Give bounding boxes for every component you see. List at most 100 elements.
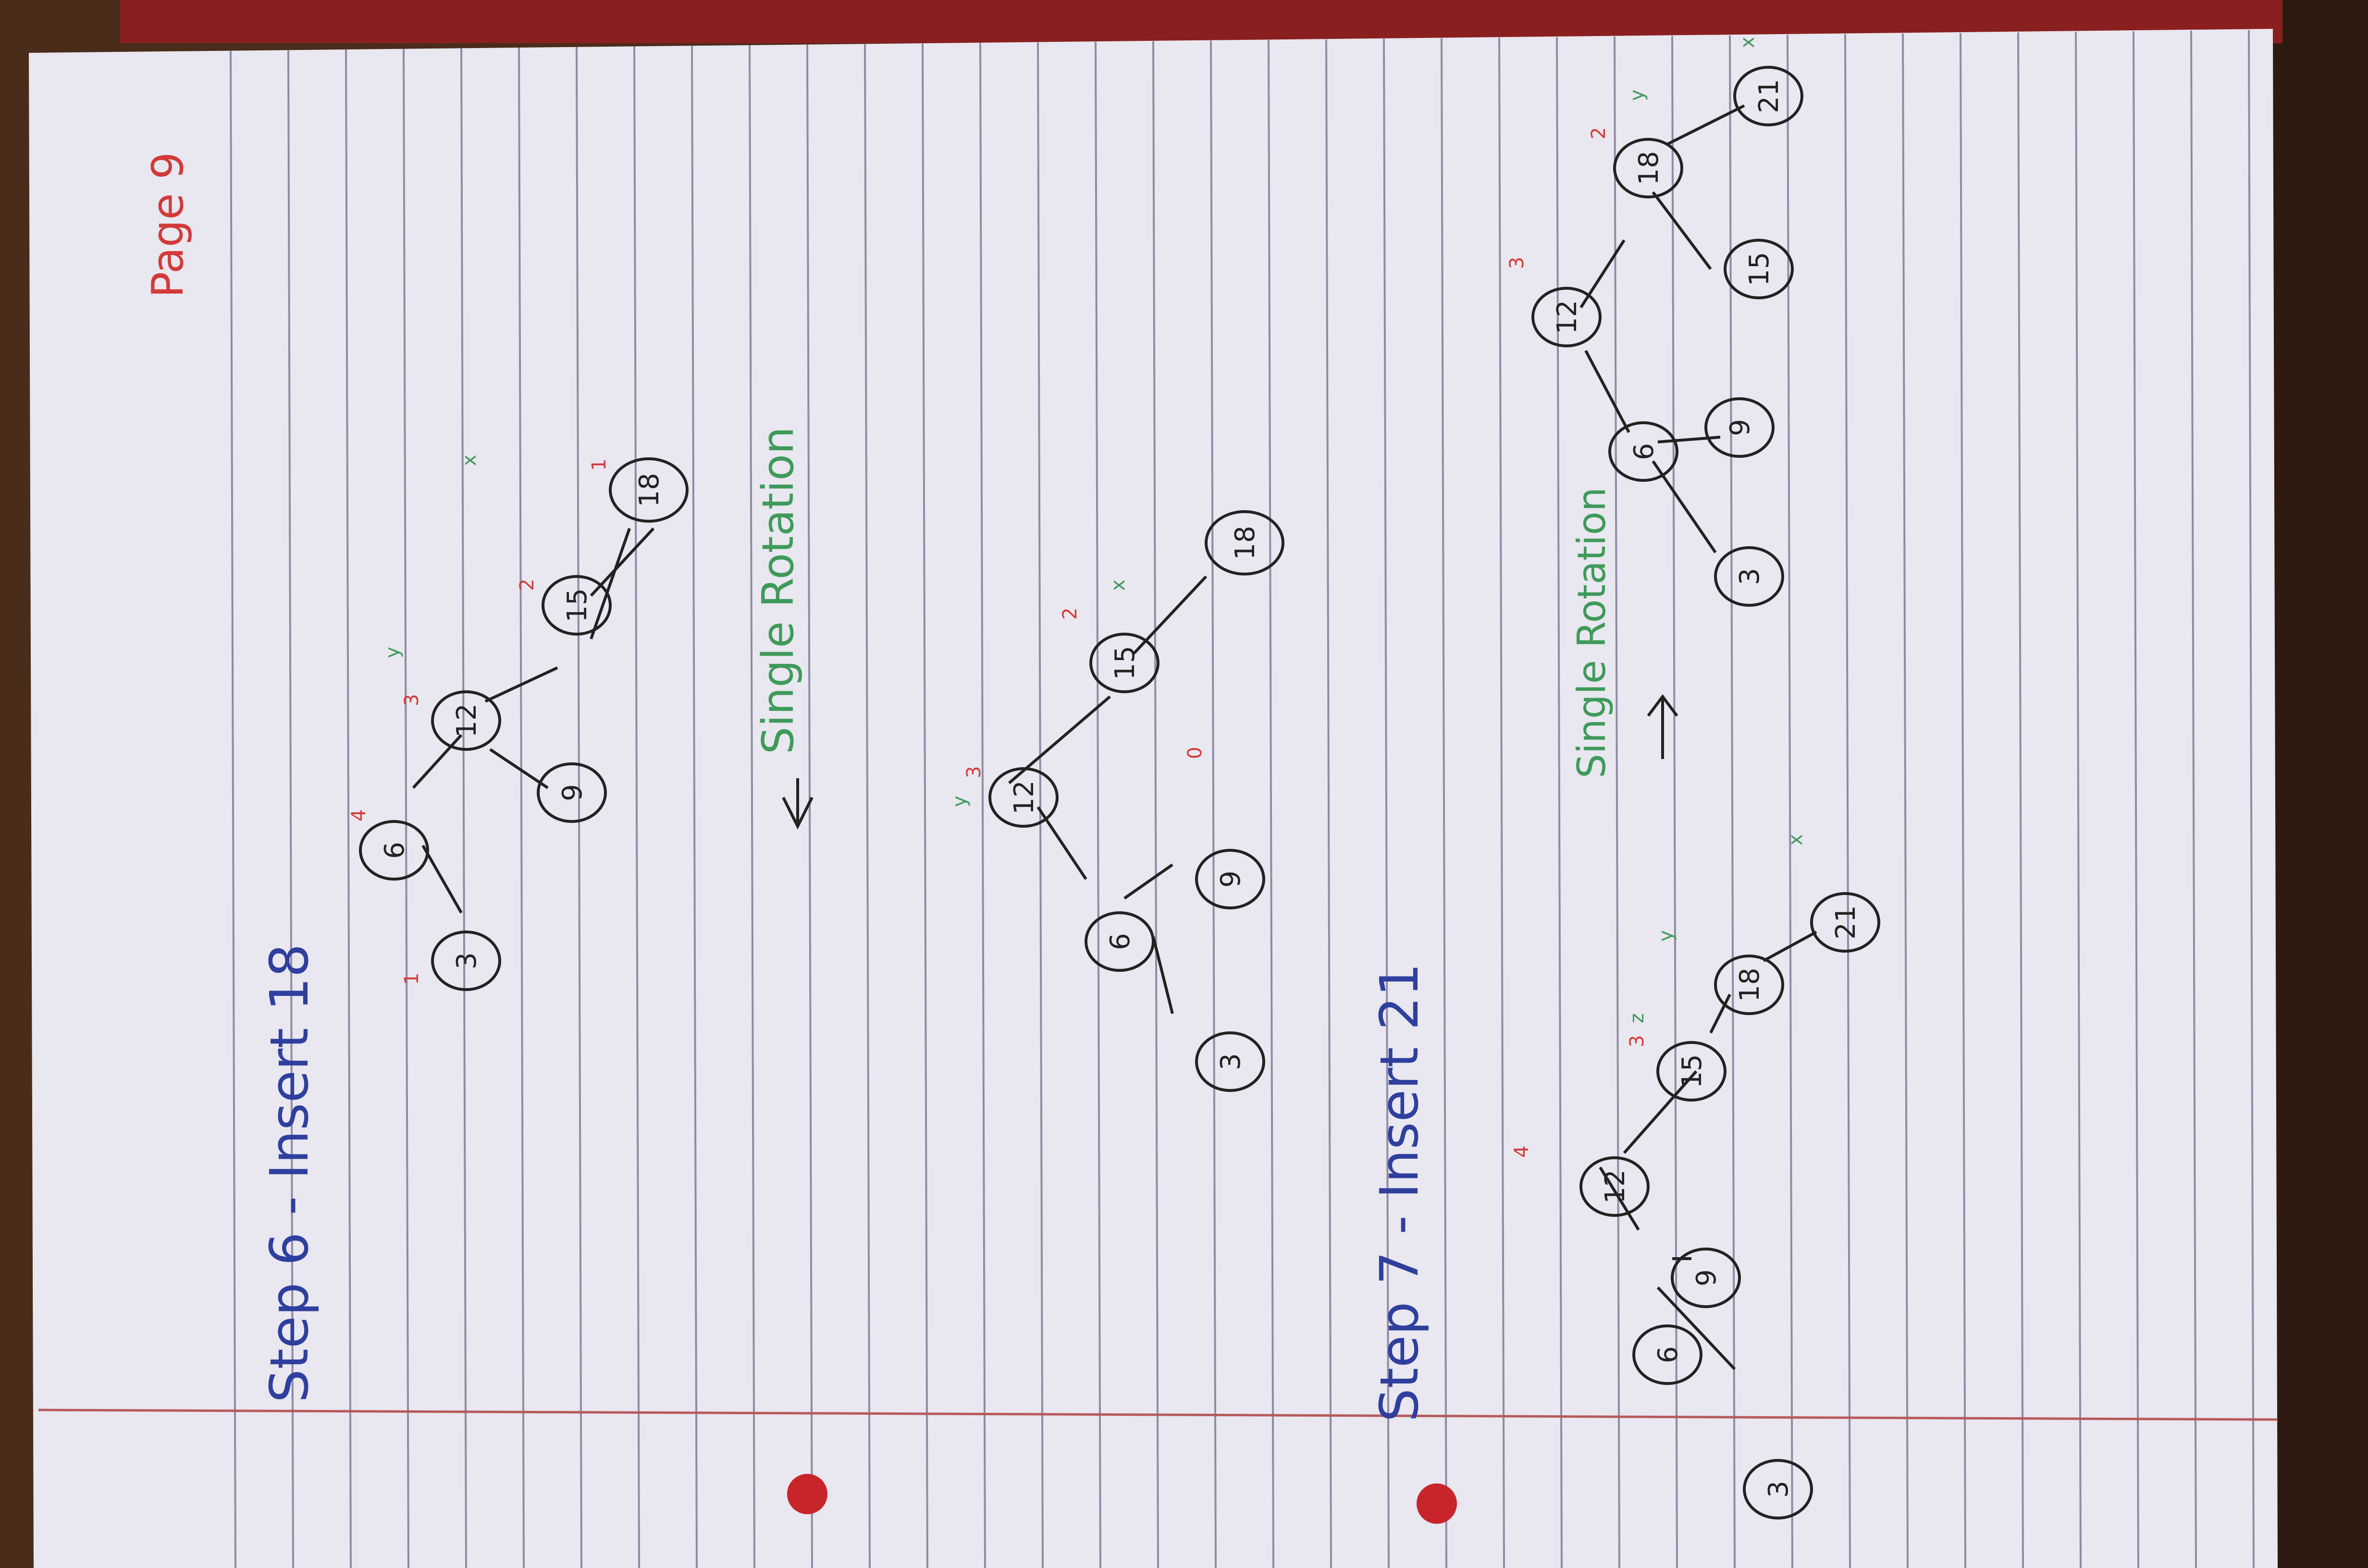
height-annotations: 4 1 3 2 1 y x 3 y 2 x 0 4 3 z y x 3 2 y … xyxy=(348,37,1807,1158)
step7-node-labels: 12 6 15 3 9 18 21 xyxy=(1600,905,1862,1497)
step7-node: 3 xyxy=(1763,1481,1794,1498)
rule-line xyxy=(2190,30,2197,1568)
right-arrow-icon xyxy=(1647,694,1678,759)
step6-result-node: 15 xyxy=(1110,646,1141,680)
step6-result-node: 9 xyxy=(1215,870,1246,888)
rule-line xyxy=(2248,30,2255,1568)
margin-line xyxy=(38,1409,2278,1421)
step6-result-node: 6 xyxy=(1105,933,1136,950)
hole-punch-1 xyxy=(787,1474,827,1514)
step6-result-nodes xyxy=(988,510,1284,1092)
rule-line xyxy=(1152,41,1159,1568)
rule-line xyxy=(576,47,582,1568)
rule-line xyxy=(922,43,928,1568)
height-annotation: 4 xyxy=(348,809,370,821)
rule-line xyxy=(1210,40,1217,1568)
step7-result-node: 3 xyxy=(1734,568,1765,585)
step7-result-node: 21 xyxy=(1753,79,1785,113)
height-annotation: 3 xyxy=(963,766,985,778)
page-label: Page 9 xyxy=(143,152,193,298)
step7-node: 15 xyxy=(1677,1054,1708,1088)
ruled-lines xyxy=(230,30,2255,1568)
step7-result-node: 18 xyxy=(1633,151,1665,185)
rule-line xyxy=(1325,39,1332,1568)
rule-line xyxy=(1037,42,1044,1568)
step7-result-node: 12 xyxy=(1552,300,1583,334)
step6-node: 6 xyxy=(379,842,410,859)
rule-line xyxy=(749,45,755,1568)
height-annotation: x xyxy=(458,454,481,466)
step6-rotation-label: Single Rotation xyxy=(753,427,803,754)
rule-line xyxy=(1960,33,1966,1568)
rule-line xyxy=(1844,34,1851,1568)
height-annotation: y xyxy=(1626,89,1648,101)
rule-line xyxy=(691,46,698,1568)
step7-node: 9 xyxy=(1691,1269,1722,1286)
height-annotation: 2 xyxy=(516,579,538,591)
rule-line xyxy=(2133,31,2139,1568)
rule-line xyxy=(979,43,986,1568)
rule-line xyxy=(1787,35,1793,1568)
rule-line xyxy=(1383,38,1390,1568)
height-annotation: 3 xyxy=(401,694,423,706)
paper-sheet xyxy=(29,29,2278,1568)
step7-node: 12 xyxy=(1600,1169,1631,1203)
step6-result-node: 3 xyxy=(1215,1053,1246,1070)
rule-line xyxy=(1095,41,1101,1568)
step6-node: 15 xyxy=(562,588,593,622)
rule-line xyxy=(1671,36,1678,1568)
step7-node: 6 xyxy=(1653,1346,1684,1363)
step7-tree xyxy=(1599,931,1817,1371)
height-annotation: 3 xyxy=(1626,1035,1648,1047)
down-arrow-icon xyxy=(782,778,814,830)
height-annotation: x xyxy=(1107,579,1129,591)
height-annotation: y xyxy=(949,796,971,807)
height-annotation: 2 xyxy=(1588,127,1610,139)
rule-line xyxy=(2017,32,2024,1568)
rule-line xyxy=(1268,40,1274,1568)
height-annotation: 1 xyxy=(401,973,423,985)
step6-result-node-labels: 12 6 15 3 9 18 xyxy=(1009,526,1261,1070)
height-annotation: 3 xyxy=(1506,257,1528,269)
rule-line xyxy=(1441,38,1447,1568)
rule-line xyxy=(460,48,467,1568)
rule-line xyxy=(518,48,525,1568)
step6-node: 9 xyxy=(557,784,588,801)
step6-result-node: 12 xyxy=(1009,780,1040,814)
step6-node: 3 xyxy=(451,952,482,969)
step7-result-node: 15 xyxy=(1744,252,1775,286)
rule-line xyxy=(287,49,294,1568)
height-annotation: 2 xyxy=(1059,608,1081,620)
rule-line xyxy=(230,50,236,1568)
step6-node: 18 xyxy=(634,473,665,507)
step6-title: Step 6 - Insert 18 xyxy=(259,944,320,1403)
step7-node: 21 xyxy=(1830,905,1862,939)
rule-line xyxy=(345,49,352,1568)
rule-line xyxy=(1902,33,1909,1568)
height-annotation: 4 xyxy=(1511,1146,1533,1158)
rule-line xyxy=(1498,37,1505,1568)
height-annotation: z xyxy=(1626,1013,1648,1023)
rule-line xyxy=(1729,35,1736,1568)
step6-node: 12 xyxy=(451,703,482,737)
height-annotation: x xyxy=(1785,834,1807,845)
step7-title: Step 7 - Insert 21 xyxy=(1369,963,1430,1422)
hole-punch-2 xyxy=(1417,1483,1457,1524)
rule-line xyxy=(1614,36,1620,1568)
step6-tree xyxy=(412,527,655,914)
step7-result-node: 6 xyxy=(1628,443,1660,460)
rule-line xyxy=(403,49,409,1568)
step7-rotation-label: Single Rotation xyxy=(1569,487,1614,778)
rule-line xyxy=(864,44,871,1568)
height-annotation: x xyxy=(1737,37,1759,48)
rule-line xyxy=(1556,37,1563,1568)
step7-result-node-labels: 12 6 18 3 9 15 21 xyxy=(1552,79,1785,585)
step6-node-labels: 6 3 12 9 15 18 xyxy=(379,473,665,969)
height-annotation: y xyxy=(1655,930,1677,942)
height-annotation: 0 xyxy=(1184,747,1206,759)
step7-result-nodes xyxy=(1531,66,1803,607)
height-annotation: y xyxy=(382,647,404,658)
step7-node: 18 xyxy=(1734,968,1765,1002)
step6-nodes xyxy=(359,457,689,991)
